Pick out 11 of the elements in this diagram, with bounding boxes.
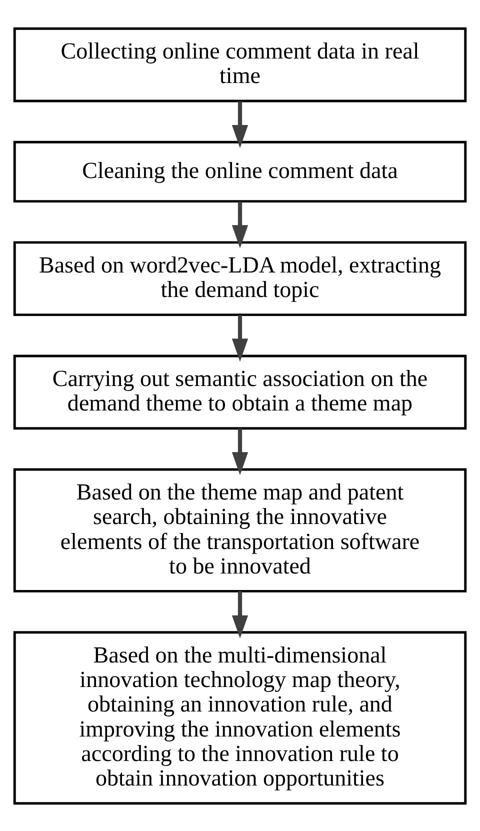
node-box: Collecting online comment data in real time (13, 26, 467, 102)
node-box: Based on the theme map and patent search, obtaining the innovative elements of the transportation software to be innovated (13, 468, 467, 592)
node-box: Cleaning the online comment data (13, 140, 467, 202)
node-box: Based on the multi-dimensional innovation technology map theory, obtaining an innovation rule, and improving the innovation elements according to the innovation rule to obtain innovation opportunities (13, 630, 467, 804)
node-box: Based on word2vec-LDA model, extracting the demand topic (13, 240, 467, 316)
arrow (232, 590, 248, 638)
arrow (232, 101, 248, 148)
arrow (232, 428, 248, 475)
node-box: Carrying out semantic association on the demand theme to obtain a theme map (13, 354, 467, 430)
arrow (232, 314, 248, 362)
arrow (232, 201, 248, 248)
